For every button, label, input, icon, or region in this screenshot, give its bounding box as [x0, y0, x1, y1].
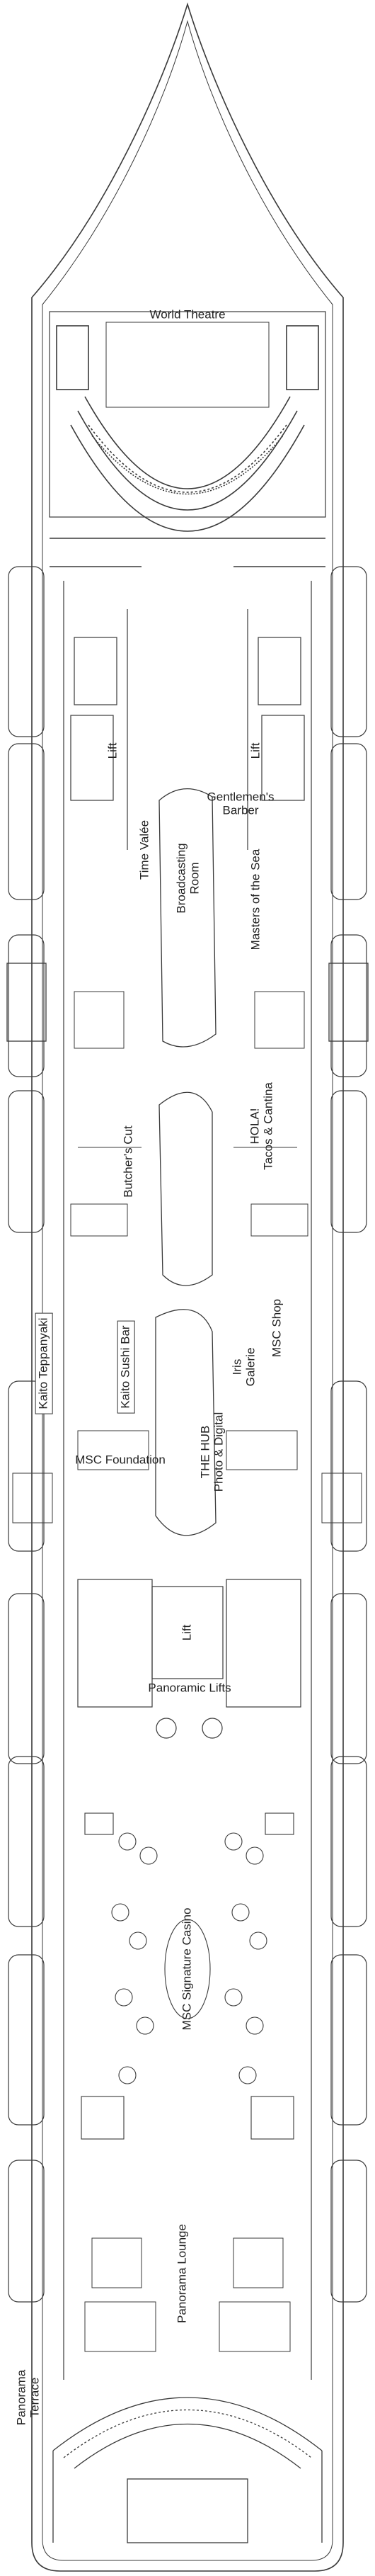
venue-lift-fwd-port[interactable]: Lift	[105, 742, 120, 759]
partitions	[12, 991, 362, 2352]
mid-lifts	[77, 1579, 301, 1739]
venue-broadcasting-room[interactable]: Broadcasting Room	[174, 843, 201, 914]
venue-kaito-sushi-bar[interactable]: Kaito Sushi Bar	[117, 1320, 135, 1414]
aft-lounge	[52, 2397, 323, 2543]
starboard-lifeboats	[330, 566, 367, 2303]
port-lifeboats	[8, 566, 45, 2303]
venue-time-valee[interactable]: Time Valée	[137, 819, 151, 880]
venue-panoramic-lifts[interactable]: Panoramic Lifts	[148, 1681, 231, 1695]
venue-the-hub[interactable]: THE HUB Photo & Digital	[198, 1412, 225, 1492]
atrium-forward	[158, 788, 217, 1048]
port-room	[6, 963, 47, 1042]
venue-gentlemens-barber[interactable]: Gentlemen's Barber	[207, 790, 275, 817]
venue-lift-mid[interactable]: Lift	[180, 1624, 194, 1641]
venue-msc-signature-casino[interactable]: MSC Signature Casino	[180, 1907, 194, 2031]
venue-world-theatre[interactable]: World Theatre	[149, 307, 226, 322]
world-theatre-block	[49, 311, 326, 567]
venue-iris-galerie[interactable]: Iris Galerie	[230, 1347, 257, 1387]
casino-tables	[81, 1812, 294, 2140]
venue-kaito-teppanyaki[interactable]: Kaito Teppanyaki	[35, 1312, 53, 1414]
venue-masters-of-the-sea[interactable]: Masters of the Sea	[248, 849, 262, 951]
venue-msc-foundation[interactable]: MSC Foundation	[75, 1453, 166, 1467]
venue-msc-shop[interactable]: MSC Shop	[270, 1298, 284, 1358]
starboard-room	[328, 963, 369, 1042]
central-walls	[63, 581, 312, 2380]
venue-hola-tacos[interactable]: HOLA! Tacos & Cantina	[248, 1082, 275, 1170]
venue-panorama-lounge[interactable]: Panorama Lounge	[175, 2224, 189, 2323]
venue-lift-fwd-stbd[interactable]: Lift	[248, 742, 262, 759]
atrium-aft	[155, 1309, 217, 1536]
hull-outline	[31, 2, 344, 2572]
venue-butchers-cut[interactable]: Butcher's Cut	[121, 1125, 135, 1198]
venue-panorama-terrace[interactable]: Panorama Terrace	[14, 2369, 41, 2426]
atrium-mid	[158, 1091, 213, 1286]
